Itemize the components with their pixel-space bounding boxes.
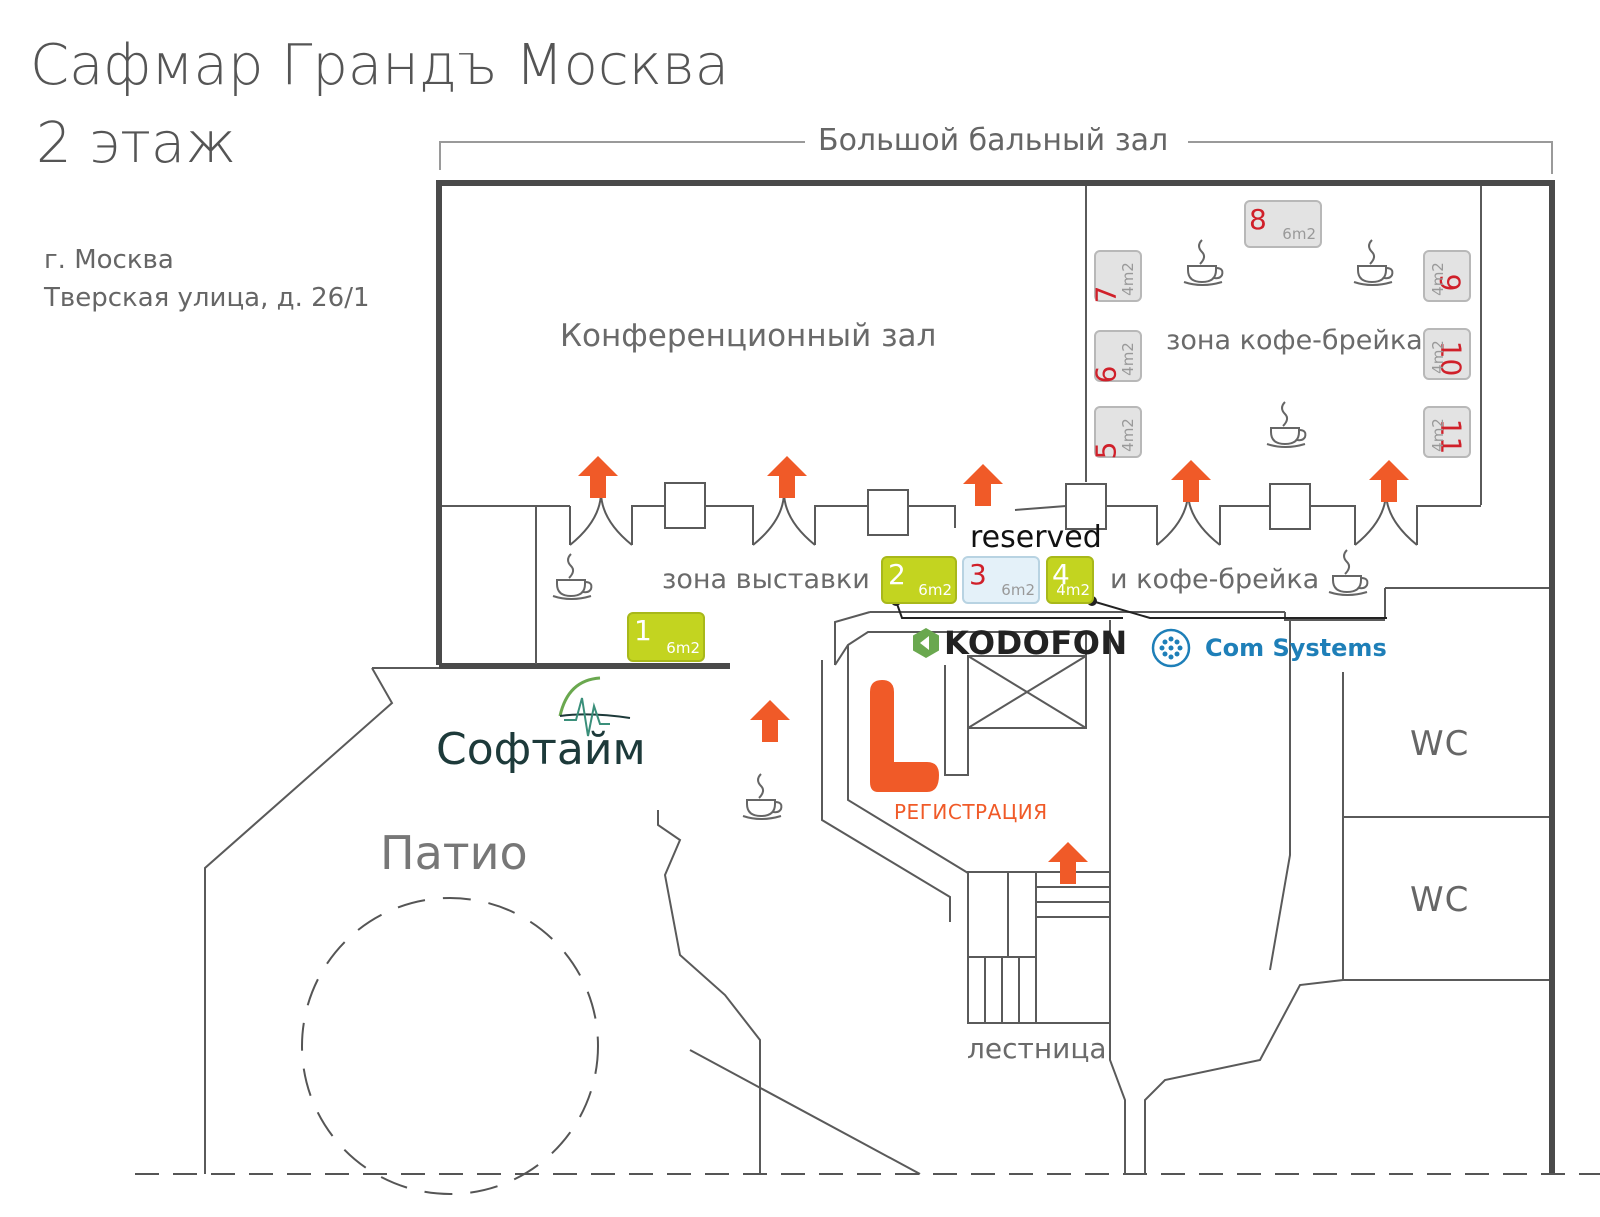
coffee-cup-icon	[549, 550, 595, 604]
booth-area: 4m2	[1118, 418, 1137, 452]
booth-10[interactable]: 10 4m2	[1423, 328, 1471, 380]
booth-6[interactable]: 6 4m2	[1089, 330, 1142, 383]
coffee-cup-icon	[1180, 236, 1226, 290]
booth-area: 6m2	[918, 581, 952, 599]
booth-number: 1	[634, 614, 652, 647]
booth-number: 2	[888, 558, 906, 591]
coffee-cup-icon	[1263, 398, 1309, 452]
booth-number: 3	[969, 558, 987, 591]
coffee-cup-icon	[1325, 546, 1371, 600]
comsystems-dots-icon	[1151, 628, 1191, 668]
comsystems-logo[interactable]: Com Systems	[1151, 628, 1387, 668]
ballroom-label: Большой бальный зал	[818, 123, 1169, 158]
arrow-up-icon	[963, 464, 1003, 510]
exhibition-coffee-label: и кофе-брейка	[1110, 564, 1320, 595]
booth-4[interactable]: 4 4m2	[1046, 556, 1094, 604]
booth-area: 4m2	[1056, 581, 1090, 599]
ballroom-bracket	[439, 141, 1553, 174]
venue-title: Сафмар Грандъ Москва	[30, 33, 730, 98]
coffee-cup-icon	[739, 770, 785, 824]
booth-7[interactable]: 7 4m2	[1089, 250, 1142, 303]
kodofon-hex-icon	[913, 628, 939, 658]
booth-number: 4	[1052, 558, 1070, 591]
softime-umbrella-icon	[558, 676, 631, 737]
booth-area: 6m2	[1282, 225, 1316, 243]
kodofon-logo[interactable]: KODOFON	[911, 624, 1128, 662]
booth-5[interactable]: 5 4m2	[1089, 406, 1142, 459]
arrow-up-icon	[750, 700, 790, 746]
booth-area: 4m2	[1118, 262, 1137, 296]
ballroom-walls	[436, 180, 1555, 1174]
booth-area: 4m2	[1118, 342, 1137, 376]
address-city: г. Москва	[44, 245, 174, 275]
booth-number: 7	[1089, 285, 1123, 304]
booth-area: 4m2	[1428, 340, 1447, 374]
patio-label: Патио	[380, 826, 528, 880]
arrow-up-icon	[767, 456, 807, 502]
registration-label: РЕГИСТРАЦИЯ	[894, 800, 1048, 824]
patio-circle	[301, 897, 599, 1195]
booth-3[interactable]: 3 6m2	[962, 556, 1040, 604]
booth-number: 8	[1249, 203, 1267, 236]
conference-hall-label: Конференционный зал	[560, 318, 937, 354]
booth-area: 4m2	[1428, 262, 1447, 296]
arrow-up-icon	[578, 456, 618, 502]
stairs-label: лестница	[967, 1032, 1107, 1065]
arrow-up-icon	[1171, 460, 1211, 506]
arrow-up-icon	[1369, 460, 1409, 506]
interior-walls	[204, 186, 1549, 1175]
coffee-cup-icon	[1350, 236, 1396, 290]
address-street: Тверская улица, д. 26/1	[44, 283, 370, 313]
registration-l-icon	[864, 680, 939, 796]
booth-9[interactable]: 9 4m2	[1423, 250, 1471, 302]
reserved-label: reserved	[970, 520, 1102, 555]
arrow-up-icon	[1048, 842, 1088, 888]
exhibition-zone-label: зона выставки	[662, 564, 870, 595]
booth-area: 6m2	[666, 639, 700, 657]
booth-2[interactable]: 2 6m2	[881, 556, 957, 604]
booth-8[interactable]: 8 6m2	[1244, 200, 1322, 248]
wc-label: WC	[1410, 880, 1470, 920]
coffee-zone-label: зона кофе-брейка	[1166, 325, 1423, 356]
booth-1[interactable]: 1 6m2	[627, 612, 705, 662]
floor-label: 2 этаж	[36, 111, 237, 176]
comsystems-text: Com Systems	[1205, 634, 1387, 662]
booth-number: 5	[1089, 441, 1123, 460]
kodofon-text: KODOFON	[944, 624, 1128, 662]
wc-label: WC	[1410, 724, 1470, 764]
booth-area: 6m2	[1001, 581, 1035, 599]
booth-number: 6	[1089, 365, 1123, 384]
booth-11[interactable]: 11 4m2	[1423, 406, 1471, 458]
softime-text: Софтайм	[436, 724, 646, 775]
booth-area: 4m2	[1428, 418, 1447, 452]
